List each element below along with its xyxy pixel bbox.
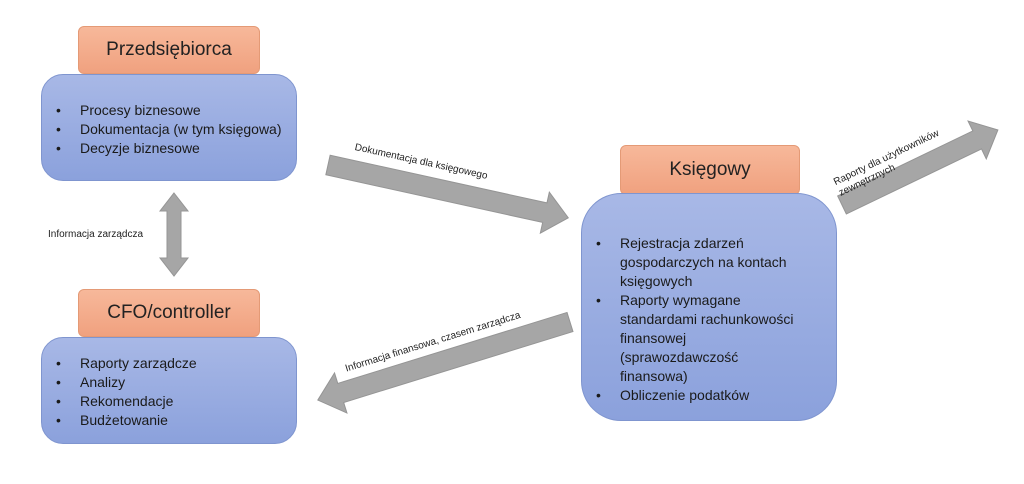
list-item: Budżetowanie [56,411,296,430]
accountant-title: Księgowy [620,145,800,195]
accountant-box: Rejestracja zdarzeń gospodarczych na kon… [581,193,837,421]
arrow-external-reports [836,120,999,215]
cfo-title: CFO/controller [78,289,260,337]
list-item: Raporty wymagane standardami rachunkowoś… [596,291,806,386]
entrepreneur-box: Procesy biznesowe Dokumentacja (w tym ks… [41,74,297,181]
management-info-label: Informacja zarządcza [48,229,144,240]
cfo-box: Raporty zarządcze Analizy Rekomendacje B… [41,337,297,444]
list-item: Procesy biznesowe [56,101,296,120]
arrow-financial-info-to-cfo [317,311,574,414]
list-item: Raporty zarządcze [56,354,296,373]
list-item: Decyzje biznesowe [56,139,296,158]
list-item: Rekomendacje [56,392,296,411]
list-item: Dokumentacja (w tym księgowa) [56,120,296,139]
list-item: Rejestracja zdarzeń gospodarczych na kon… [596,234,806,291]
double-arrow-management-info [158,192,190,277]
entrepreneur-title: Przedsiębiorca [78,26,260,74]
arrow-docs-to-accountant [325,154,570,235]
list-item: Analizy [56,373,296,392]
list-item: Obliczenie podatków [596,386,806,405]
